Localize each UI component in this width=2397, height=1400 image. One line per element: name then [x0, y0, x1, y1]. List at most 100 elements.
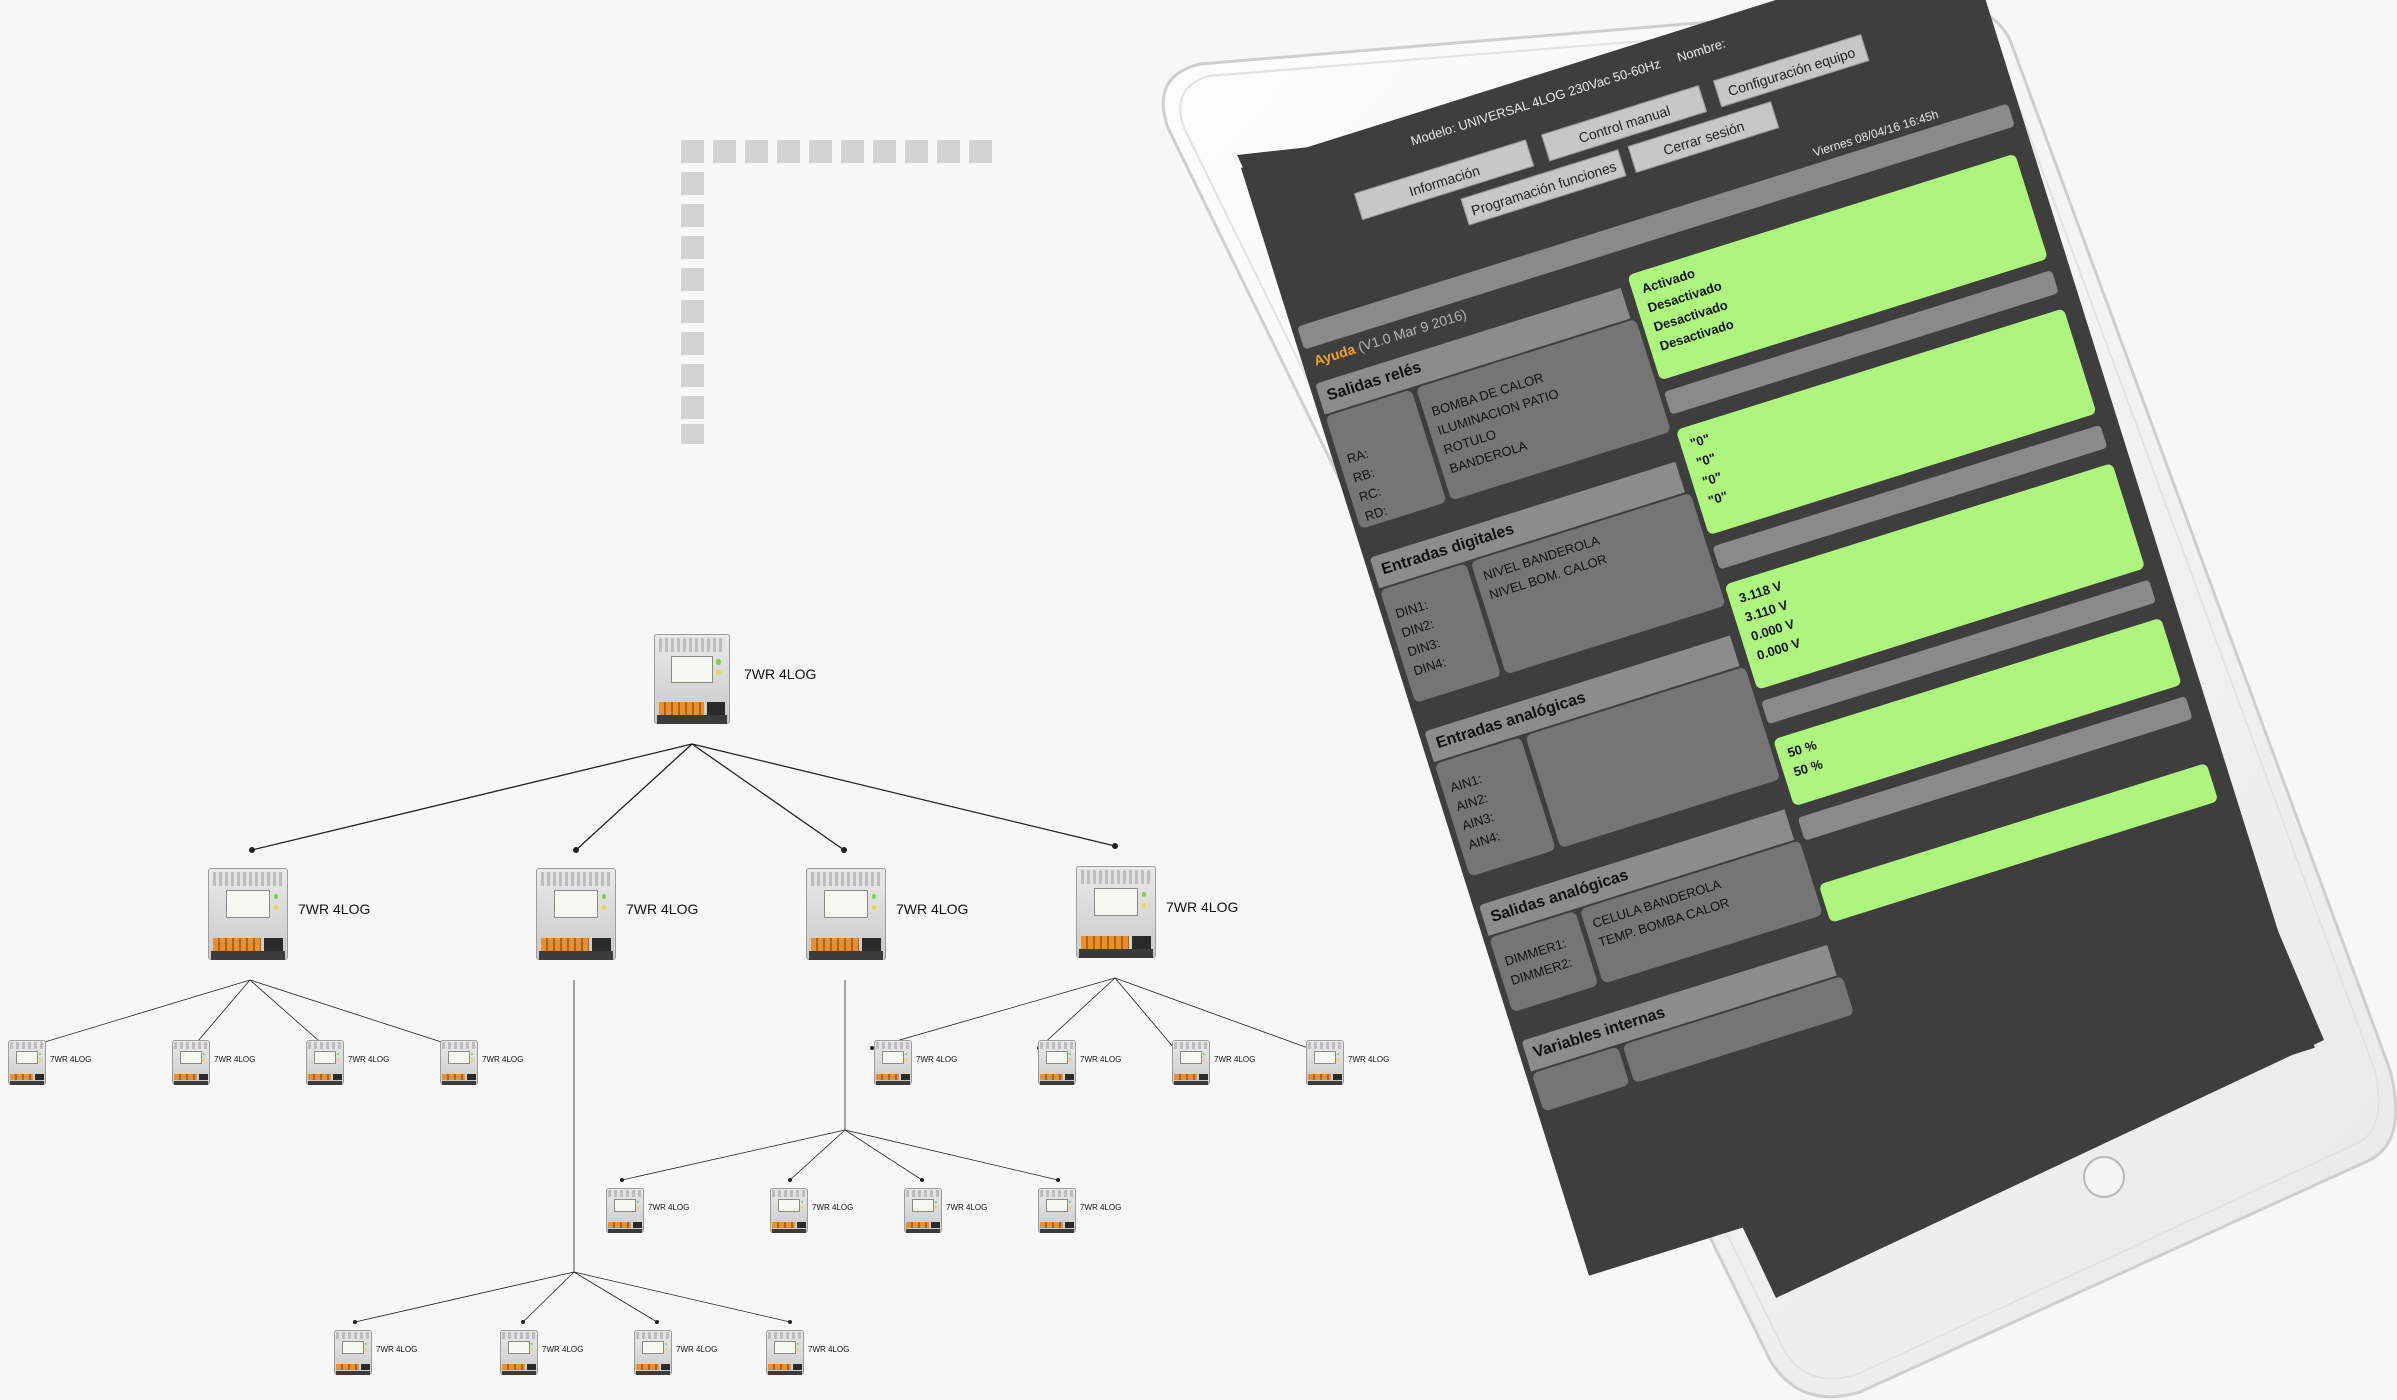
tree-node-dot	[788, 1320, 792, 1324]
controller-device[interactable]	[634, 1330, 672, 1375]
controller-device[interactable]	[1172, 1040, 1210, 1085]
controller-device[interactable]	[654, 634, 730, 724]
device-topstrip	[336, 1331, 370, 1339]
device-label: 7WR 4LOG	[808, 1345, 850, 1354]
device-screen	[642, 1340, 664, 1355]
device-led2	[1203, 1058, 1206, 1061]
device-black	[1332, 1074, 1342, 1081]
tree-node-dot	[655, 1320, 659, 1324]
relay-id: RB:	[1350, 464, 1377, 486]
dash-segment	[937, 140, 960, 163]
device-black	[796, 1222, 806, 1229]
device-base	[9, 1080, 45, 1085]
controller-device[interactable]	[500, 1330, 538, 1375]
nav-configuracion-button[interactable]: Configuración equipo	[1712, 34, 1870, 108]
device-black	[792, 1364, 802, 1371]
device-black	[900, 1074, 910, 1081]
controller-device[interactable]	[440, 1040, 478, 1085]
device-label: 7WR 4LOG	[50, 1055, 92, 1064]
tree-node-dot	[1112, 843, 1118, 849]
device-led2	[935, 1206, 938, 1209]
device-terminals	[1174, 1074, 1198, 1081]
device-screen	[1046, 1050, 1068, 1065]
tree-link	[1114, 977, 1175, 1049]
device-topstrip	[1040, 1189, 1074, 1197]
relay-id: RC:	[1356, 483, 1383, 505]
controller-device[interactable]	[1038, 1188, 1076, 1233]
device-screen	[912, 1198, 934, 1213]
device-led1	[601, 893, 607, 900]
device-topstrip	[1308, 1041, 1342, 1049]
device-base	[875, 1080, 911, 1085]
tree-link	[621, 1129, 846, 1181]
device-base	[607, 1228, 643, 1233]
device-led2	[1069, 1206, 1072, 1209]
controller-device[interactable]	[874, 1040, 912, 1085]
controller-device[interactable]	[770, 1188, 808, 1233]
tree-link	[249, 979, 328, 1049]
controller-device[interactable]	[172, 1040, 210, 1085]
device-black	[1198, 1074, 1208, 1081]
device-screen	[1314, 1050, 1336, 1065]
device-label: 7WR 4LOG	[648, 1203, 690, 1212]
device-label: 7WR 4LOG	[298, 901, 371, 917]
device-led2	[601, 904, 607, 911]
device-label: 7WR 4LOG	[676, 1345, 718, 1354]
device-led2	[637, 1206, 640, 1209]
device-screen	[670, 655, 714, 683]
tree-link	[1114, 977, 1309, 1049]
device-topstrip	[636, 1331, 670, 1339]
device-base	[905, 1228, 941, 1233]
dash-segment	[681, 236, 704, 259]
controller-device[interactable]	[208, 868, 288, 960]
dash-segment	[745, 140, 768, 163]
device-screen	[882, 1050, 904, 1065]
device-topstrip	[906, 1189, 940, 1197]
controller-device[interactable]	[8, 1040, 46, 1085]
dash-segment	[777, 140, 800, 163]
dash-segment	[681, 364, 704, 387]
device-terminals	[10, 1074, 34, 1081]
device-terminals	[308, 1074, 332, 1081]
controller-device[interactable]	[606, 1188, 644, 1233]
controller-device[interactable]	[1076, 866, 1156, 958]
controller-device[interactable]	[1038, 1040, 1076, 1085]
device-label: 7WR 4LOG	[1080, 1203, 1122, 1212]
tree-link	[573, 1271, 791, 1323]
dash-segment	[681, 396, 704, 419]
controller-device[interactable]	[334, 1330, 372, 1375]
controller-device[interactable]	[766, 1330, 804, 1375]
controller-device[interactable]	[306, 1040, 344, 1085]
device-led1	[39, 1052, 42, 1056]
controller-device[interactable]	[904, 1188, 942, 1233]
device-screen	[774, 1340, 796, 1355]
device-label: 7WR 4LOG	[214, 1055, 256, 1064]
device-led1	[1141, 891, 1147, 898]
device-led2	[203, 1058, 206, 1061]
device-led1	[716, 659, 721, 665]
device-led2	[801, 1206, 804, 1209]
device-led1	[1337, 1052, 1340, 1056]
device-black	[1132, 935, 1152, 949]
device-topstrip	[212, 871, 284, 887]
device-led2	[365, 1348, 368, 1351]
controller-device[interactable]	[806, 868, 886, 960]
device-black	[264, 937, 284, 951]
device-topstrip	[10, 1041, 44, 1049]
device-led2	[1069, 1058, 1072, 1061]
device-label: 7WR 4LOG	[626, 901, 699, 917]
controller-device[interactable]	[1306, 1040, 1344, 1085]
home-button[interactable]	[2083, 1156, 2125, 1198]
tree-node-dot	[841, 847, 847, 853]
device-base	[809, 950, 883, 960]
controller-device[interactable]	[536, 868, 616, 960]
tree-link	[871, 977, 1116, 1049]
device-led1	[935, 1200, 938, 1204]
device-led2	[1337, 1058, 1340, 1061]
device-led1	[203, 1052, 206, 1056]
device-black	[1064, 1222, 1074, 1229]
device-terminals	[1080, 935, 1129, 949]
device-screen	[614, 1198, 636, 1213]
device-led2	[665, 1348, 668, 1351]
device-terminals	[906, 1222, 930, 1229]
